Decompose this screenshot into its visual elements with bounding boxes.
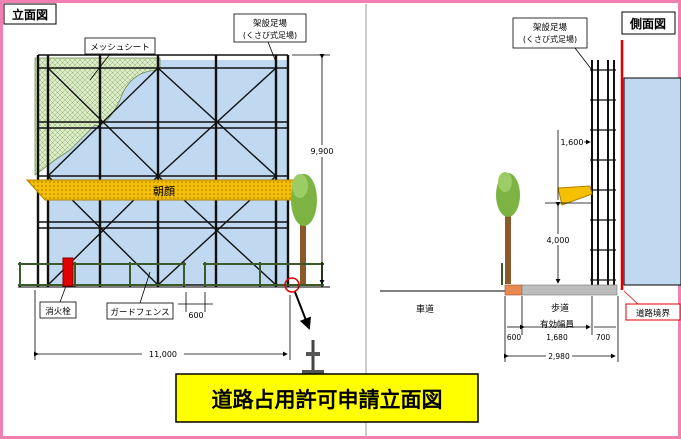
side-scaffold-label-box [512, 17, 588, 49]
dim-2980-label: 2,980 [548, 352, 570, 361]
roadway-label: 車道 [416, 303, 434, 315]
scaffold-label-1: 架設足場 [253, 18, 288, 29]
dim-4000-bg [545, 234, 571, 245]
side-scaffold [591, 60, 615, 285]
sidewalk-label: 歩道 [551, 302, 569, 314]
detail-circle [284, 277, 300, 293]
mesh-label-box [84, 37, 156, 55]
dim-1600-bg [560, 136, 584, 147]
side-view: 側面図 [380, 11, 681, 362]
mesh-leader [89, 53, 111, 81]
hydrant-label-box [39, 301, 77, 319]
scaffold-leader [267, 41, 277, 63]
side-sign [557, 185, 593, 206]
side-panel-label: 側面図 [629, 16, 666, 31]
fire-hydrant [62, 257, 74, 287]
side-building [623, 77, 681, 286]
side-label-box [621, 11, 676, 35]
detail-arrow [294, 291, 311, 330]
title-banner-text: 道路占用許可申請立面図 [212, 388, 443, 412]
dim-1680-label: 1,680 [546, 333, 568, 342]
height-dim-label: 9,900 [311, 147, 334, 156]
width-dim-label: 11,000 [149, 350, 177, 359]
boundary-label: 道路境界 [636, 308, 671, 319]
height-dimension [292, 54, 330, 288]
dim-2980-bg [546, 350, 572, 361]
title-banner [175, 373, 479, 423]
mesh-label: メッシュシート [90, 43, 150, 53]
sign-label: 朝顔 [153, 184, 175, 198]
curb [504, 284, 523, 296]
scaffold-frame [36, 55, 290, 287]
sidewalk [521, 284, 618, 296]
side-scaffold-leader [574, 47, 593, 71]
jack-base-detail [302, 340, 324, 375]
elevation-view: 立面図 [3, 3, 340, 375]
scaffold-label-box [233, 13, 307, 43]
gap-dimension [178, 292, 213, 312]
guard-fence [18, 262, 324, 287]
dim-600-label: 600 [507, 333, 522, 342]
fence-leader [139, 271, 151, 304]
height-dim-bg [304, 145, 340, 157]
dim-700-label: 700 [596, 333, 611, 342]
side-scaffold-label-2: (くさび式足場) [523, 34, 577, 44]
hydrant-leader [59, 285, 67, 303]
width-dim-bg [142, 348, 184, 360]
bottom-dimensions [504, 296, 619, 362]
elevation-panel-label: 立面図 [12, 7, 48, 22]
dim-1600-label: 1,600 [561, 138, 584, 147]
tree-side [496, 172, 520, 284]
elevation-label-box [3, 3, 57, 25]
gap-dim-label: 600 [188, 311, 203, 320]
scaffold-label-2: (くさび式足場) [243, 30, 297, 40]
fence-label: ガードフェンス [110, 307, 169, 318]
hydrant-label: 消火栓 [45, 306, 71, 317]
effective-width-label: 有効幅員 [540, 319, 575, 330]
tree-elevation [291, 174, 317, 285]
dim-4000-label: 4,000 [547, 236, 570, 245]
side-scaffold-label-1: 架設足場 [533, 22, 568, 33]
boundary-label-box [625, 303, 681, 321]
